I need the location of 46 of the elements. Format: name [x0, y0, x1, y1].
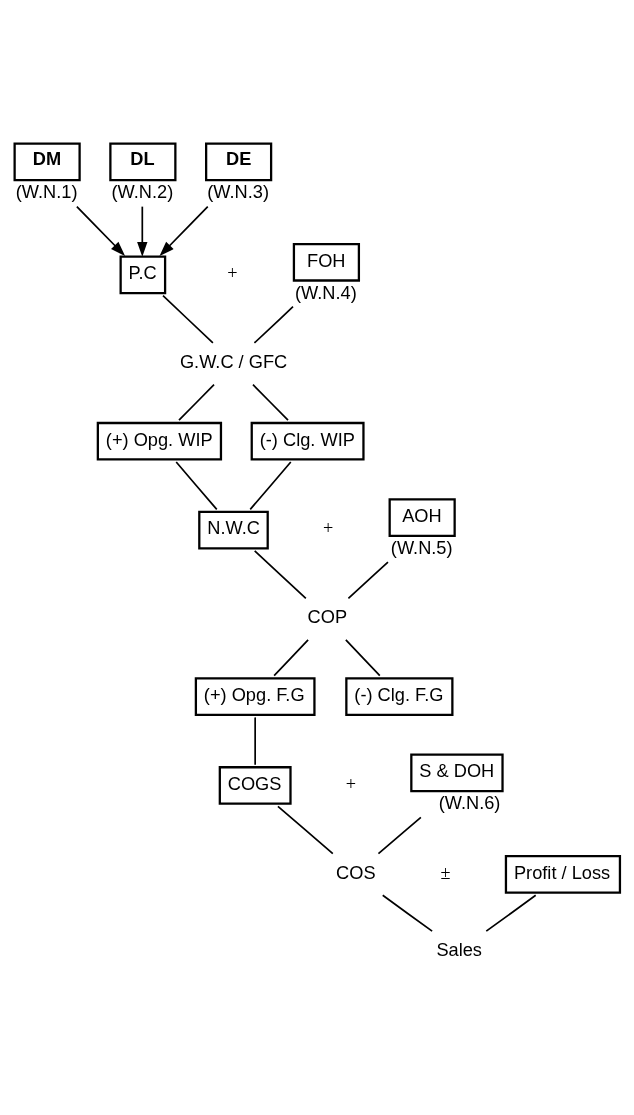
arrow [76, 205, 126, 257]
connector [162, 294, 214, 344]
label: ± [440, 862, 451, 883]
connector [175, 461, 218, 511]
node-text: COS [336, 861, 376, 883]
connector [347, 561, 389, 600]
node-box: COGS [218, 766, 292, 805]
label: + [345, 773, 357, 794]
node-box: DE [205, 142, 273, 182]
connector [178, 383, 215, 422]
label: + [227, 263, 238, 284]
node-label: (W.N.1) [15, 181, 78, 203]
node-text: G.W.C / GFC [179, 351, 288, 373]
node-box: DL [109, 142, 177, 182]
label: + [322, 518, 334, 539]
node-box: (+) Opg. WIP [96, 421, 223, 461]
node-label: (W.N.3) [207, 181, 270, 203]
arrow [159, 205, 209, 257]
connector [254, 716, 256, 766]
connector [345, 639, 381, 677]
connector [253, 305, 294, 344]
node-text: Sales [436, 939, 482, 961]
node-box: Profit / Loss [504, 855, 622, 894]
arrow [137, 205, 148, 257]
node-box: (+) Opg. F.G [194, 677, 316, 716]
node-box: DM [13, 142, 81, 182]
node-label: (W.N.4) [295, 281, 357, 303]
connector [377, 816, 422, 855]
node-label: (W.N.2) [111, 181, 174, 203]
connector [253, 550, 307, 600]
node-label: (W.N.5) [390, 536, 453, 558]
node-label: (W.N.6) [438, 792, 501, 814]
node-box: (-) Clg. F.G [345, 677, 454, 716]
node-box: S & DOH [410, 753, 504, 793]
connector [249, 461, 292, 511]
node-text: COP [307, 606, 348, 628]
node-box: AOH [388, 498, 456, 537]
node-box: N.W.C [198, 510, 269, 550]
connector [381, 894, 433, 932]
connector [252, 383, 289, 422]
connector [485, 894, 537, 932]
node-box: (-) Clg. WIP [250, 421, 365, 461]
connector [277, 805, 334, 855]
connector [273, 639, 309, 677]
node-box: P.C [119, 255, 167, 295]
node-box: FOH [292, 242, 361, 282]
